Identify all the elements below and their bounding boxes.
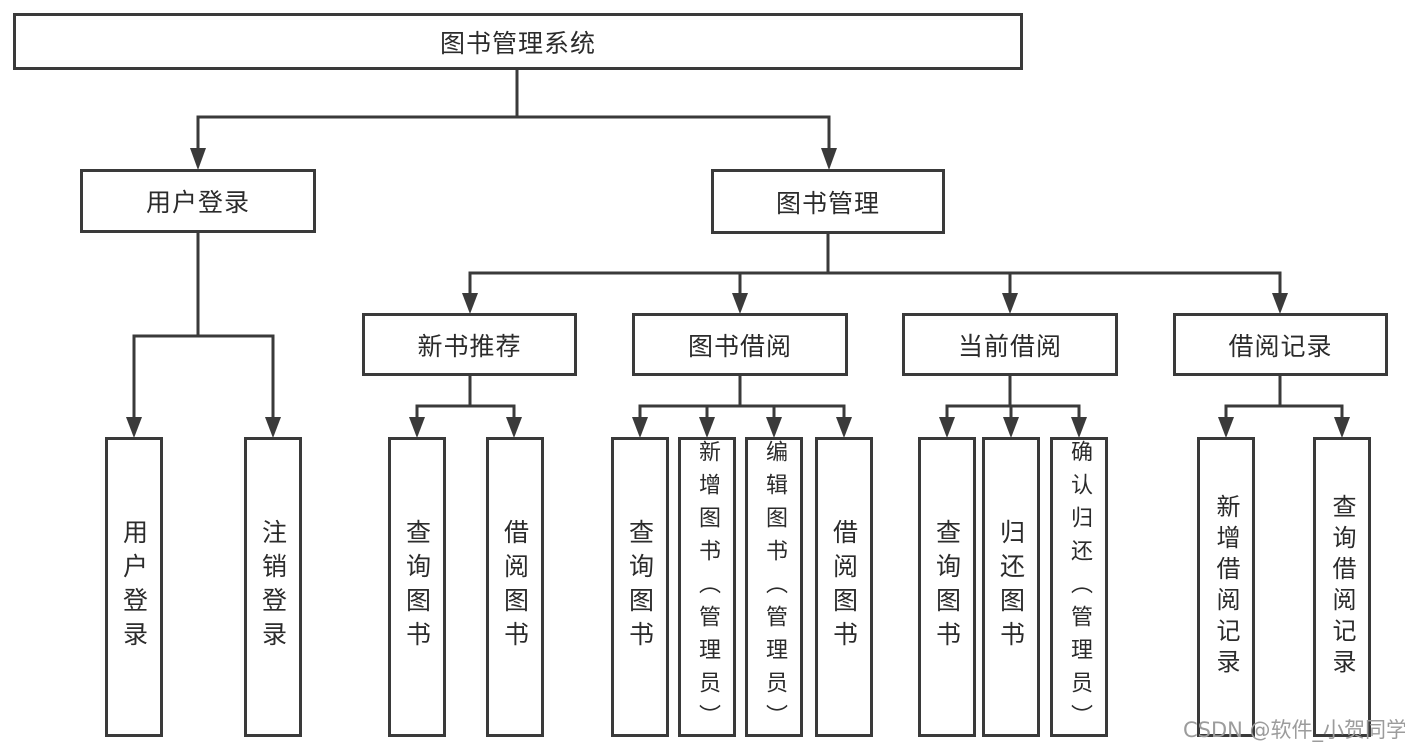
node-book-borrowing: 图书借阅 [632,313,848,376]
leaf-add-borrow-record: 新增借阅记录 [1197,437,1255,737]
node-borrowing-records: 借阅记录 [1173,313,1388,376]
leaf-borrow-books: 借阅图书 [815,437,873,737]
node-new-book-recommend: 新书推荐 [362,313,577,376]
node-library-management-system: 图书管理系统 [13,13,1023,70]
leaf-confirm-return-admin: 确认归还（管理员） [1050,437,1108,737]
node-current-borrowing: 当前借阅 [902,313,1118,376]
leaf-edit-book-admin: 编辑图书（管理员） [745,437,803,737]
leaf-query-books-recommend: 查询图书 [388,437,446,737]
leaf-logout: 注销登录 [244,437,302,737]
leaf-query-borrow-record: 查询借阅记录 [1313,437,1371,737]
leaf-query-books-current: 查询图书 [918,437,976,737]
node-book-management: 图书管理 [711,169,945,234]
leaf-return-book: 归还图书 [982,437,1040,737]
leaf-user-login: 用户登录 [105,437,163,737]
leaf-add-book-admin: 新增图书（管理员） [678,437,736,737]
leaf-query-books-borrowing: 查询图书 [611,437,669,737]
node-user-login: 用户登录 [80,169,316,233]
leaf-borrow-books-recommend: 借阅图书 [486,437,544,737]
csdn-watermark: CSDN @软件_小贺同学 [1183,718,1405,742]
